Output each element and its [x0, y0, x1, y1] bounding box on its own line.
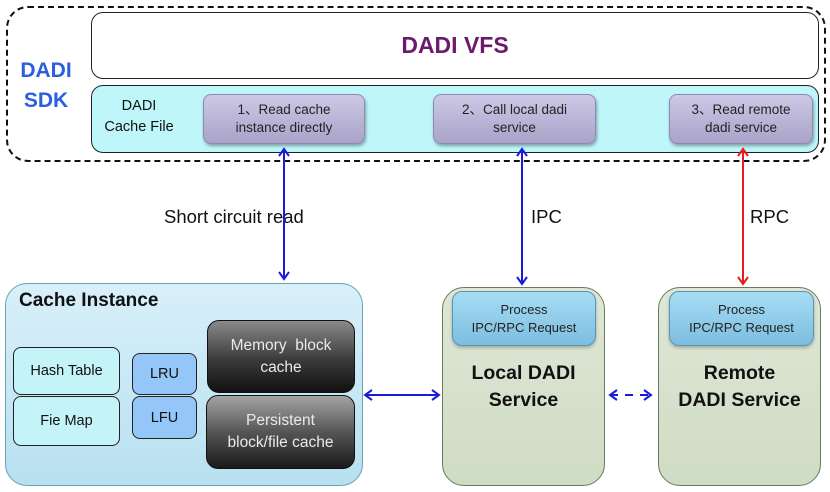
step1-line2: instance directly: [235, 120, 333, 135]
memory-cache-line2: cache: [260, 358, 302, 376]
persistent-cache-line1: Persistent: [246, 412, 315, 429]
local-title-line2: Service: [488, 389, 559, 411]
step-read-cache-instance: 1、Read cache instance directly: [203, 94, 365, 144]
local-dadi-service-title: Local DADI Service: [442, 360, 605, 414]
sdk-label-line2: SDK: [23, 89, 69, 112]
local-title-line1: Local DADI: [471, 362, 576, 384]
hash-table-box: Hash Table: [13, 347, 120, 395]
remote-process-request-box: Process IPC/RPC Request: [669, 291, 814, 346]
lru-box: LRU: [132, 353, 197, 395]
rpc-label: RPC: [750, 206, 790, 227]
remote-title-line1: Remote: [703, 362, 776, 384]
dadi-cache-file-label: DADI Cache File: [100, 96, 178, 138]
step1-line1: 1、Read cache: [237, 102, 331, 117]
cache-file-label-line2: Cache File: [104, 119, 174, 135]
ipc-label: IPC: [531, 206, 562, 227]
dadi-vfs-box: DADI VFS: [91, 12, 819, 79]
dadi-sdk-label: DADI SDK: [14, 56, 78, 116]
dadi-vfs-title: DADI VFS: [401, 32, 509, 58]
short-circuit-read-arrow: [278, 147, 290, 281]
step-call-local-service: 2、Call local dadi service: [433, 94, 596, 144]
lfu-box: LFU: [132, 396, 197, 439]
memory-block-cache-box: Memory block cache: [207, 320, 355, 393]
persistent-cache-line2: block/file cache: [227, 434, 334, 451]
step3-line1: 3、Read remote: [691, 102, 791, 117]
cache-file-label-line1: DADI: [121, 98, 157, 114]
sdk-label-line1: DADI: [20, 59, 72, 82]
rpc-arrow: [737, 147, 749, 286]
local-process-line1: Process: [500, 301, 548, 317]
memory-cache-line1: Memory block: [230, 336, 332, 354]
local-to-remote-service-arrow: [608, 389, 653, 401]
step2-line2: service: [493, 120, 536, 135]
cache-to-local-service-arrow: [363, 389, 441, 401]
remote-title-line2: DADI Service: [678, 389, 801, 411]
ipc-arrow: [516, 147, 528, 286]
remote-dadi-service-title: Remote DADI Service: [658, 360, 821, 414]
step-read-remote-service: 3、Read remote dadi service: [669, 94, 813, 144]
cache-instance-title: Cache Instance: [19, 290, 159, 311]
dadi-sdk-frame: [6, 6, 826, 162]
remote-process-line1: Process: [718, 301, 765, 317]
local-process-request-box: Process IPC/RPC Request: [452, 291, 596, 346]
persistent-cache-box: Persistent block/file cache: [206, 395, 355, 469]
local-process-line2: IPC/RPC Request: [471, 319, 577, 335]
step3-line2: dadi service: [704, 120, 778, 135]
remote-process-line2: IPC/RPC Request: [689, 319, 794, 335]
short-circuit-read-label: Short circuit read: [164, 206, 304, 227]
file-map-box: Fie Map: [13, 396, 120, 446]
step2-line1: 2、Call local dadi: [461, 102, 568, 117]
